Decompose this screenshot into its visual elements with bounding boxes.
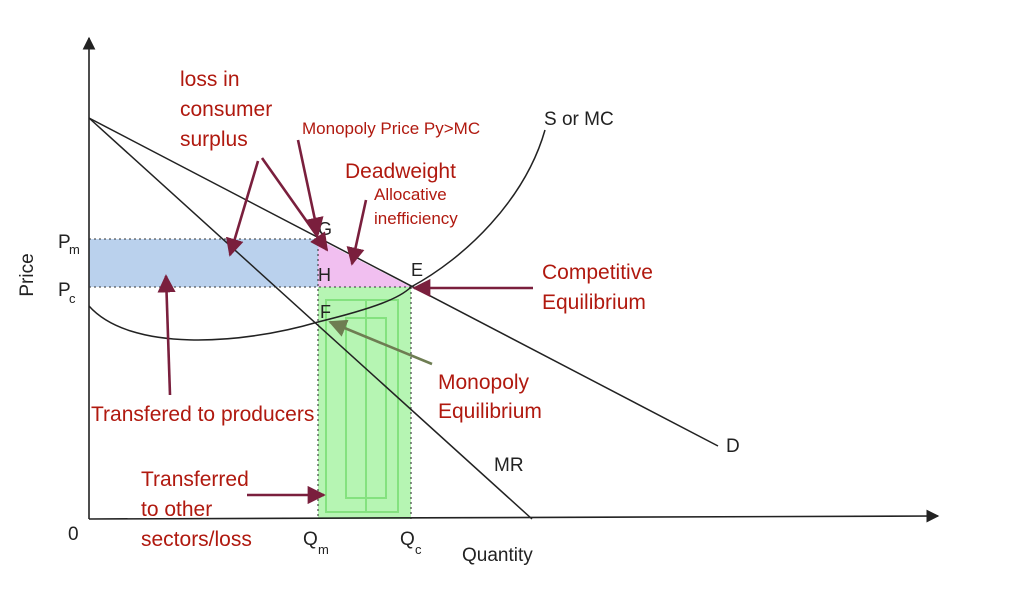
point-h-label: H (318, 265, 331, 285)
guide-lines (89, 238, 412, 519)
demand-curve-label: D (726, 436, 740, 457)
supply-mc-curve (88, 129, 546, 341)
deadweight-loss-area (318, 239, 411, 287)
x-axis (88, 509, 940, 523)
point-e-label: E (411, 260, 423, 280)
svg-text:m: m (69, 242, 80, 257)
svg-text:c: c (69, 291, 76, 306)
transfer-other-sectors-note: Transferred to other sectors/loss (141, 468, 255, 551)
deadweight-note: Deadweight (345, 160, 456, 183)
marginal-revenue-curve (88, 117, 533, 520)
demand-curve (88, 117, 719, 447)
svg-text:Q: Q (400, 529, 415, 550)
origin-label: 0 (68, 524, 79, 545)
svg-text:c: c (415, 542, 422, 557)
competitive-equilibrium-note: Competitive Equilibrium (542, 261, 659, 314)
arrow-monopoly-price (296, 139, 324, 236)
pc-label: P c (58, 280, 76, 306)
arrow-monopoly-eq (328, 319, 433, 366)
annotation-arrows (157, 139, 533, 505)
loss-consumer-surplus-note: loss in consumer surplus (180, 68, 278, 151)
svg-text:m: m (318, 542, 329, 557)
consumer-surplus-loss-area (89, 239, 318, 287)
svg-text:Q: Q (303, 529, 318, 550)
monopoly-equilibrium-note: Monopoly Equilibrium (438, 371, 542, 423)
supply-curve-label: S or MC (544, 109, 614, 130)
x-axis-title: Quantity (462, 545, 533, 566)
point-g-label: G (318, 219, 332, 239)
arrow-transfer-producers (157, 274, 176, 396)
qm-label: Q m (303, 529, 329, 557)
arrow-to-blue-area (225, 160, 260, 257)
svg-text:P: P (58, 280, 71, 301)
transfer-producers-note: Transfered to producers (91, 403, 314, 426)
svg-text:P: P (58, 232, 71, 253)
transfer-area-streaks (325, 299, 399, 513)
point-f-label: F (320, 302, 331, 322)
monopoly-price-note: Monopoly Price Py>MC (302, 119, 480, 138)
allocative-inefficiency-note: Allocative inefficiency (374, 185, 458, 228)
arrow-to-pink-area (260, 157, 329, 252)
mr-curve-label: MR (494, 455, 524, 476)
pm-label: P m (58, 232, 80, 257)
arrow-deadweight (346, 199, 368, 266)
qc-label: Q c (400, 529, 422, 557)
y-axis-title: Price (17, 253, 38, 296)
